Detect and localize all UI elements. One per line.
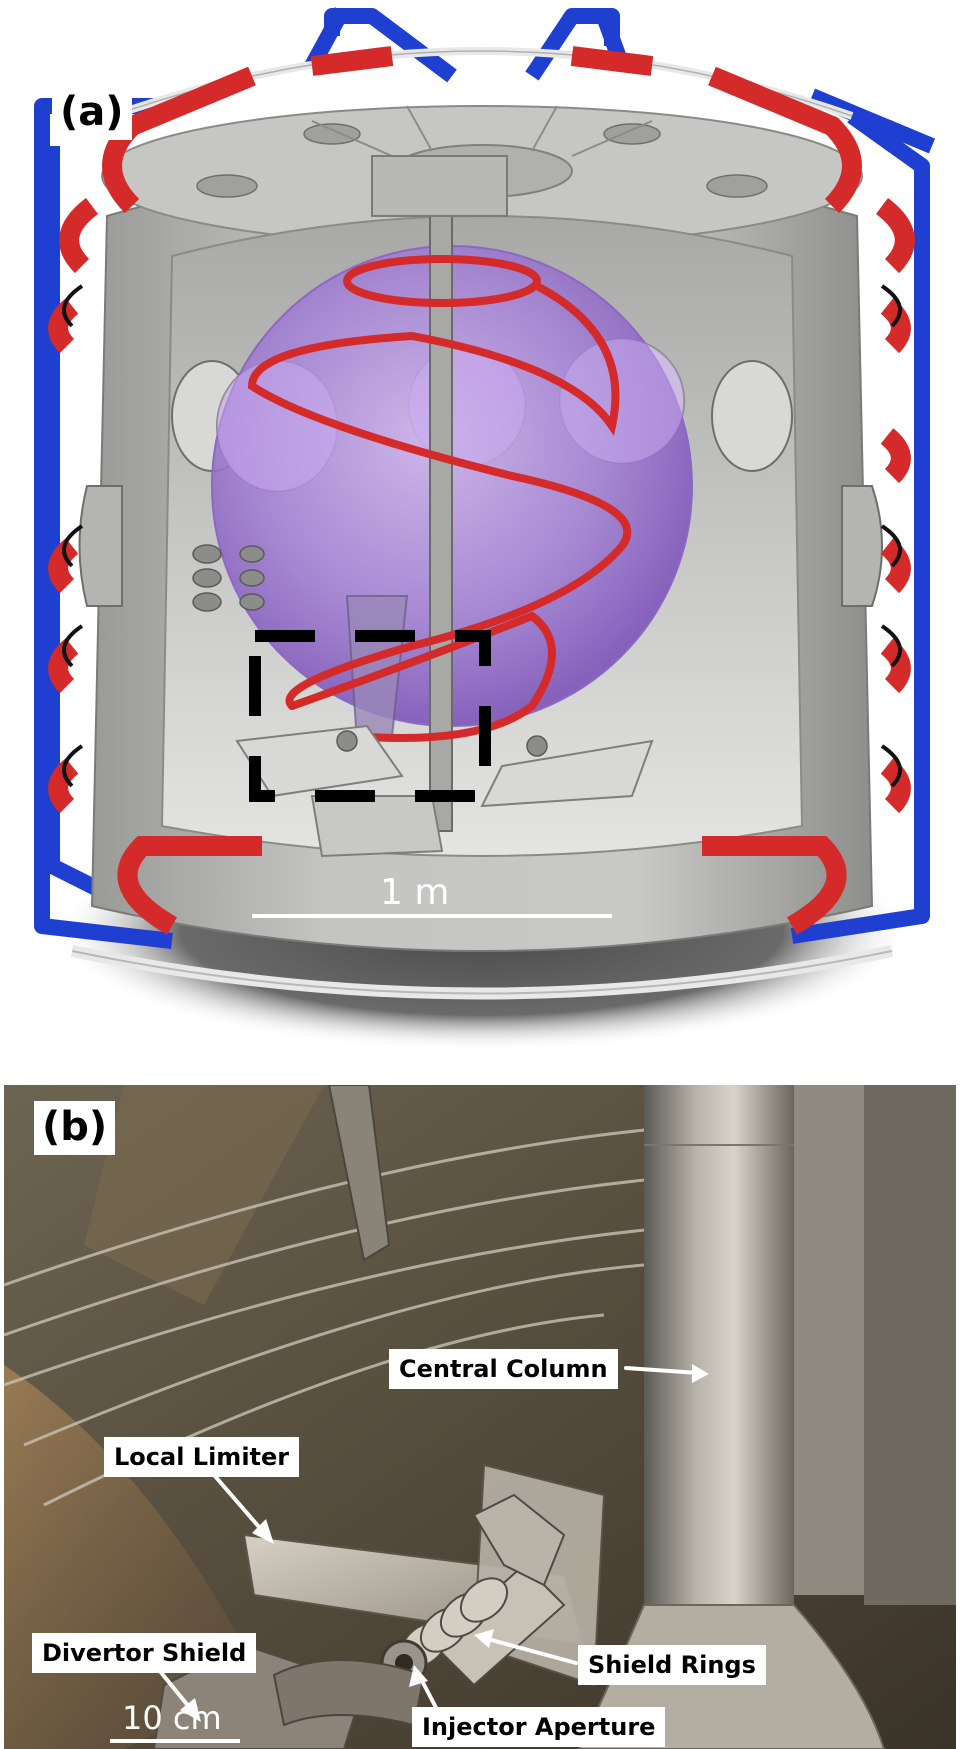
callout-central-column: Central Column [389, 1349, 618, 1389]
divertor-shields [235, 724, 654, 858]
device-rendering [34, 7, 936, 1051]
callout-local-limiter: Local Limiter [104, 1437, 300, 1477]
callout-arrowheads [180, 1364, 709, 1722]
chamber-photo [4, 1085, 956, 1749]
callout-shield-rings: Shield Rings [578, 1645, 766, 1685]
lid-ports [196, 123, 768, 198]
panel-b-photo: (b) Central Column Local Limiter Diverto… [4, 1085, 956, 1749]
scale-bar-label-a: 1 m [380, 872, 450, 913]
central-column-photo [644, 1085, 794, 1605]
helical-coil [247, 255, 632, 742]
inset-box [249, 630, 491, 802]
side-fittings [192, 544, 548, 757]
injector-assembly [380, 1493, 566, 1687]
callout-divertor-shield: Divertor Shield [32, 1633, 257, 1673]
scale-bar-label-b: 10 cm [122, 1699, 222, 1737]
panel-a-rendering: (a) 1 m [12, 6, 964, 1070]
callout-injector-aperture: Injector Aperture [412, 1707, 666, 1747]
panel-label-b: (b) [34, 1101, 116, 1155]
panel-label-a: (a) [52, 86, 132, 140]
